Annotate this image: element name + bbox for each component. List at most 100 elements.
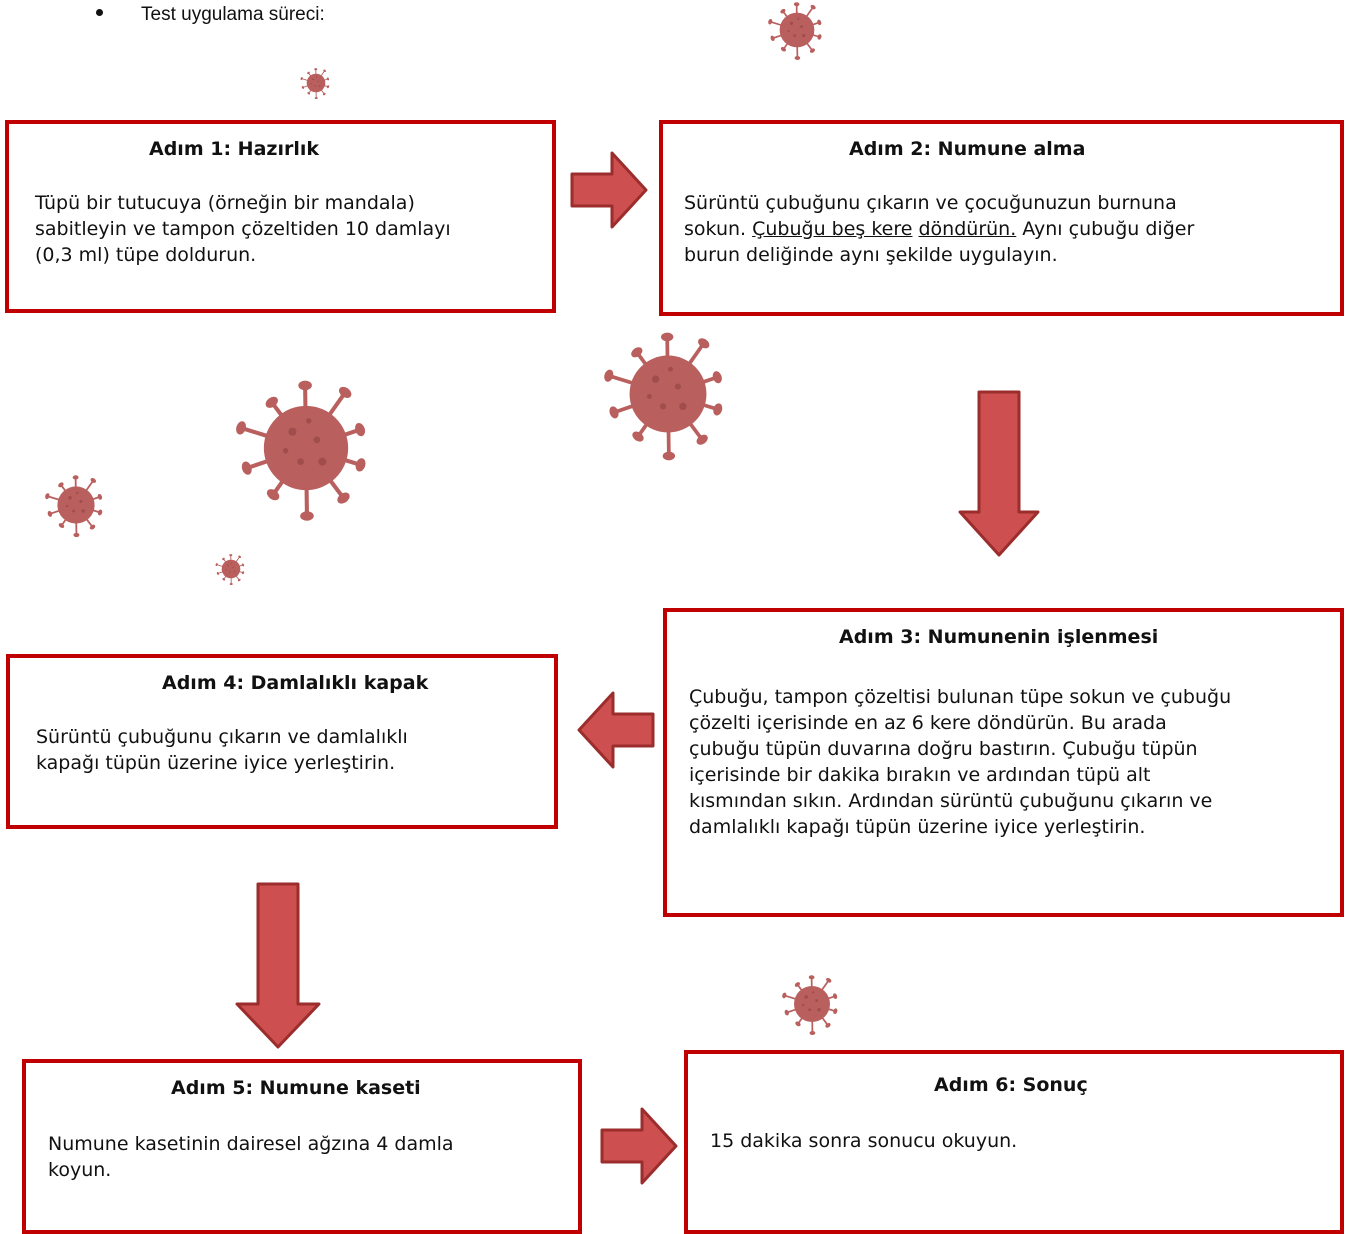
- text-line: çözelti içerisinde en az 6 kere döndürün…: [689, 712, 1167, 734]
- virus-spike-cap: [794, 56, 801, 60]
- virus-spot: [318, 457, 327, 466]
- virus-spike-cap: [265, 396, 278, 408]
- virus-spike-cap: [322, 92, 326, 96]
- virus-spike-cap: [826, 977, 832, 983]
- virus-spike-cap: [58, 523, 65, 529]
- virus-spike-cap: [817, 19, 822, 26]
- virus-spike-cap: [808, 975, 815, 980]
- virus-spike-cap: [307, 71, 310, 75]
- virus-spike-cap: [698, 338, 710, 349]
- virus-spike-cap: [794, 982, 801, 987]
- virus-spike: [820, 980, 829, 992]
- virus-spike-cap: [229, 582, 233, 586]
- step-2-box: Adım 2: Numune alma Sürüntü çubuğunu çık…: [659, 120, 1344, 316]
- virus-spot: [815, 999, 819, 1002]
- text-line: Sürüntü çubuğunu çıkarın ve damlalıklı: [36, 726, 408, 748]
- virus-spot: [282, 448, 289, 454]
- virus-spike: [785, 994, 797, 1001]
- virus-spike-cap: [713, 403, 723, 416]
- step-6-title: Adım 6: Sonuç: [934, 1074, 1088, 1096]
- virus-spike-cap: [632, 431, 644, 442]
- arrow-left-icon: [577, 691, 655, 769]
- virus-spike-cap: [241, 571, 245, 575]
- virus-spot: [68, 496, 72, 500]
- step-1-text: Tüpü bir tutucuya (örneğin bir mandala) …: [35, 190, 451, 268]
- virus-spot: [316, 76, 318, 78]
- virus-spike-cap: [215, 563, 218, 567]
- virus-icon: [782, 975, 838, 1036]
- virus-spike-cap: [784, 1009, 789, 1016]
- text-line: Çubuğu, tampon çözeltisi bulunan tüpe so…: [689, 686, 1232, 708]
- bullet-text: Test uygulama süreci:: [141, 4, 325, 25]
- virus-spike-cap: [326, 85, 330, 89]
- virus-spike-cap: [326, 77, 330, 81]
- virus-spike-cap: [238, 555, 242, 558]
- virus-icon: [604, 332, 723, 461]
- virus-spike-cap: [770, 35, 775, 42]
- text-fragment: Aynı çubuğu diğer: [1016, 218, 1195, 240]
- text-line: 15 dakika sonra sonucu okuyun.: [710, 1130, 1018, 1152]
- virus-spike-cap: [45, 493, 50, 500]
- virus-spot: [310, 83, 313, 85]
- virus-spike-cap: [300, 511, 314, 521]
- virus-spike-cap: [631, 347, 643, 358]
- virus-spike-cap: [696, 434, 708, 445]
- bullet-icon: [96, 9, 103, 17]
- virus-spike-cap: [301, 85, 305, 89]
- virus-spot: [797, 17, 800, 20]
- virus-spike-cap: [609, 406, 619, 419]
- virus-spike-cap: [795, 1021, 801, 1027]
- virus-spike: [48, 495, 61, 501]
- virus-spot: [72, 509, 76, 513]
- virus-spike-cap: [73, 532, 80, 538]
- virus-spot: [225, 569, 228, 571]
- step-5-box: Adım 5: Numune kaseti Numune kasetinin d…: [22, 1059, 582, 1234]
- virus-body: [306, 73, 326, 93]
- virus-spot: [297, 458, 304, 465]
- step-4-box: Adım 4: Damlalıklı kapak Sürüntü çubuğun…: [6, 654, 558, 829]
- virus-spot: [674, 383, 682, 390]
- virus-spike-cap: [338, 386, 352, 398]
- virus-spike-cap: [298, 380, 312, 391]
- virus-spike-cap: [300, 77, 303, 81]
- step-2-title: Adım 2: Numune alma: [849, 138, 1086, 160]
- virus-spot: [668, 366, 673, 372]
- virus-spike-cap: [216, 571, 220, 575]
- virus-spike-cap: [222, 578, 226, 581]
- virus-body: [629, 355, 707, 433]
- virus-spike: [302, 78, 309, 81]
- arrow-down-icon: [958, 390, 1040, 557]
- virus-spike-cap: [236, 421, 247, 435]
- virus-spot: [802, 1004, 805, 1007]
- virus-spot: [79, 499, 83, 503]
- virus-spot: [312, 78, 314, 81]
- virus-spike-cap: [809, 48, 815, 53]
- virus-body: [263, 405, 349, 491]
- virus-spike-cap: [229, 554, 233, 557]
- virus-spike-cap: [355, 458, 366, 472]
- step-1-box: Adım 1: Hazırlık Tüpü bir tutucuya (örne…: [5, 120, 556, 313]
- virus-spot: [76, 491, 79, 495]
- virus-spike-cap: [780, 46, 786, 52]
- virus-body: [221, 559, 241, 579]
- step-6-text: 15 dakika sonra sonucu okuyun.: [710, 1128, 1017, 1154]
- text-line: kapağı tüpün üzerine iyice yerleştirin.: [36, 752, 396, 774]
- text-line: içerisinde bir dakika bırakın ve ardında…: [689, 764, 1151, 786]
- text-line: (0,3 ml) tüpe doldurun.: [35, 244, 257, 266]
- text-line: burun deliğinde aynı şekilde uygulayın.: [684, 244, 1058, 266]
- text-line: koyun.: [48, 1159, 112, 1181]
- virus-spike-cap: [355, 422, 366, 437]
- virus-spot: [314, 85, 316, 87]
- step-2-text: Sürüntü çubuğunu çıkarın ve çocuğunuzun …: [684, 190, 1194, 268]
- virus-spike-cap: [809, 1030, 816, 1036]
- virus-spike-cap: [222, 557, 225, 561]
- virus-body: [794, 986, 830, 1022]
- virus-spike-cap: [58, 482, 64, 488]
- virus-spot: [65, 505, 69, 508]
- virus-spot: [288, 427, 297, 436]
- step-5-text: Numune kasetinin dairesel ağzına 4 damla…: [48, 1131, 454, 1183]
- virus-spike-cap: [89, 524, 96, 530]
- virus-spike: [610, 374, 636, 386]
- text-line: sokun. Çubuğu beş kere döndürün. Aynı çu…: [684, 216, 1194, 242]
- virus-spike-cap: [832, 993, 838, 999]
